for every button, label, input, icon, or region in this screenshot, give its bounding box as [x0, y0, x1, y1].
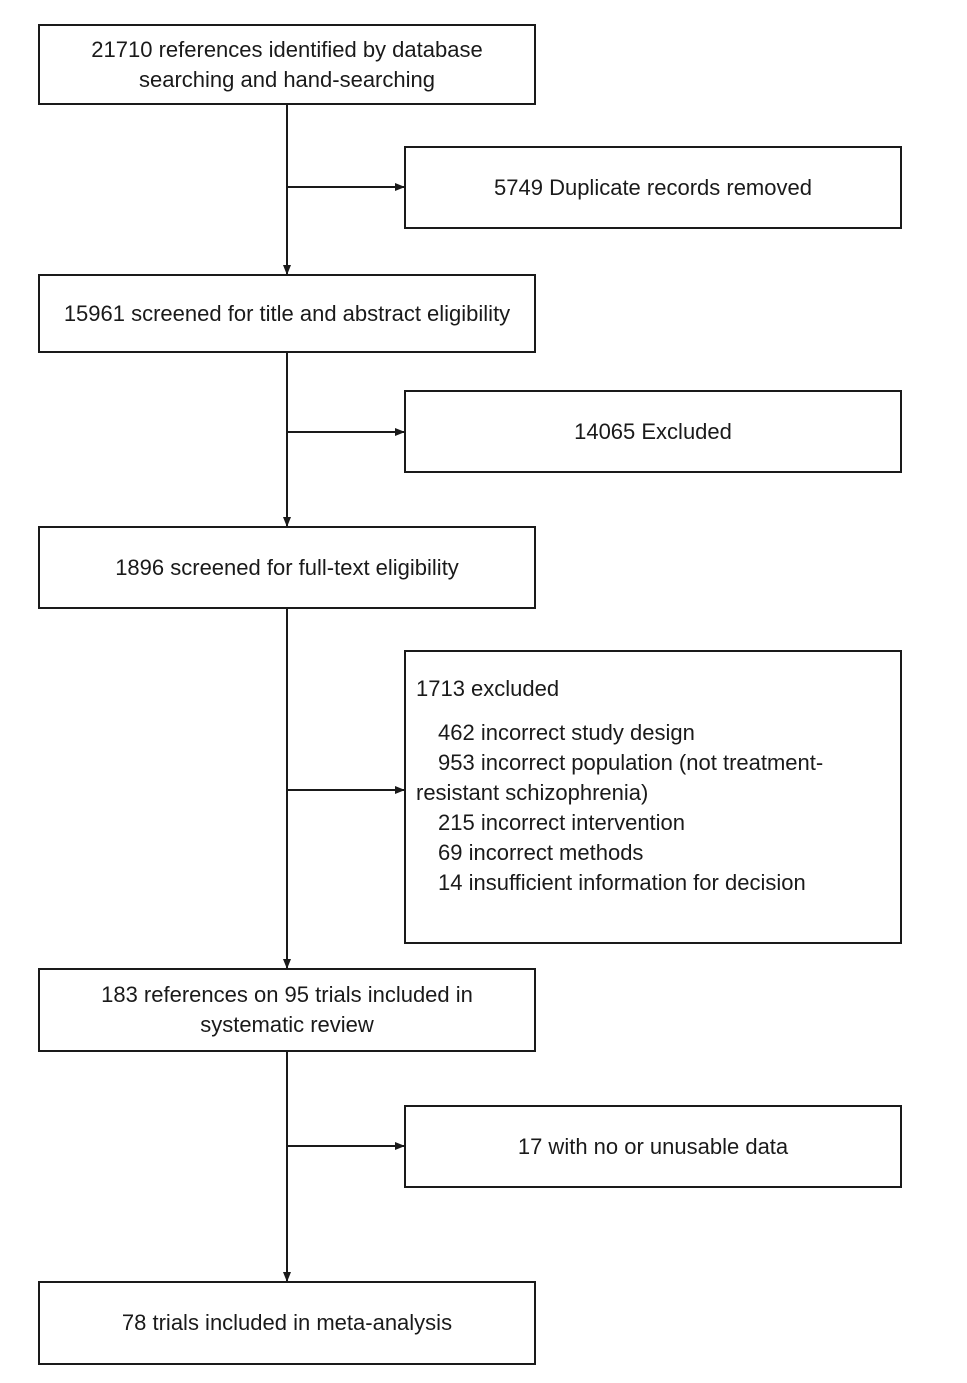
duplicates-box: 5749 Duplicate records removed: [404, 146, 902, 229]
meta-analysis-text: 78 trials included in meta-analysis: [121, 1310, 453, 1335]
systematic-review-box: 183 references on 95 trials included in …: [38, 968, 536, 1052]
exclusion-reason: 215 incorrect intervention: [438, 810, 686, 835]
screened-fulltext-text: 1896 screened for full-text eligibility: [115, 554, 459, 580]
duplicates-text: 5749 Duplicate records removed: [494, 174, 812, 200]
excluded-title-box: 14065 Excluded: [404, 390, 902, 473]
exclusion-reason: 462 incorrect study design: [438, 720, 695, 745]
excluded-fulltext-title: 1713 excluded: [416, 676, 560, 701]
identified-text: 21710 references identified by database …: [91, 36, 483, 92]
unusable-box: 17 with no or unusable data: [404, 1105, 902, 1188]
exclusion-reason: 69 incorrect methods: [438, 840, 644, 865]
meta-analysis-box: 78 trials included in meta-analysis: [38, 1281, 536, 1365]
excluded-fulltext-box: 1713 excluded 462 incorrect study design…: [404, 650, 902, 944]
screened-fulltext-box: 1896 screened for full-text eligibility: [38, 526, 536, 609]
unusable-text: 17 with no or unusable data: [517, 1133, 789, 1159]
exclusion-reason: 14 insufficient information for decision: [438, 870, 806, 895]
exclusion-reason: 953 incorrect population (not treatment-…: [416, 750, 824, 805]
screened-title-box: 15961 screened for title and abstract el…: [38, 274, 536, 353]
systematic-review-text: 183 references on 95 trials included in …: [101, 982, 473, 1037]
identified-box: 21710 references identified by database …: [38, 24, 536, 105]
screened-title-text: 15961 screened for title and abstract el…: [63, 300, 511, 326]
excluded-title-text: 14065 Excluded: [574, 418, 732, 444]
